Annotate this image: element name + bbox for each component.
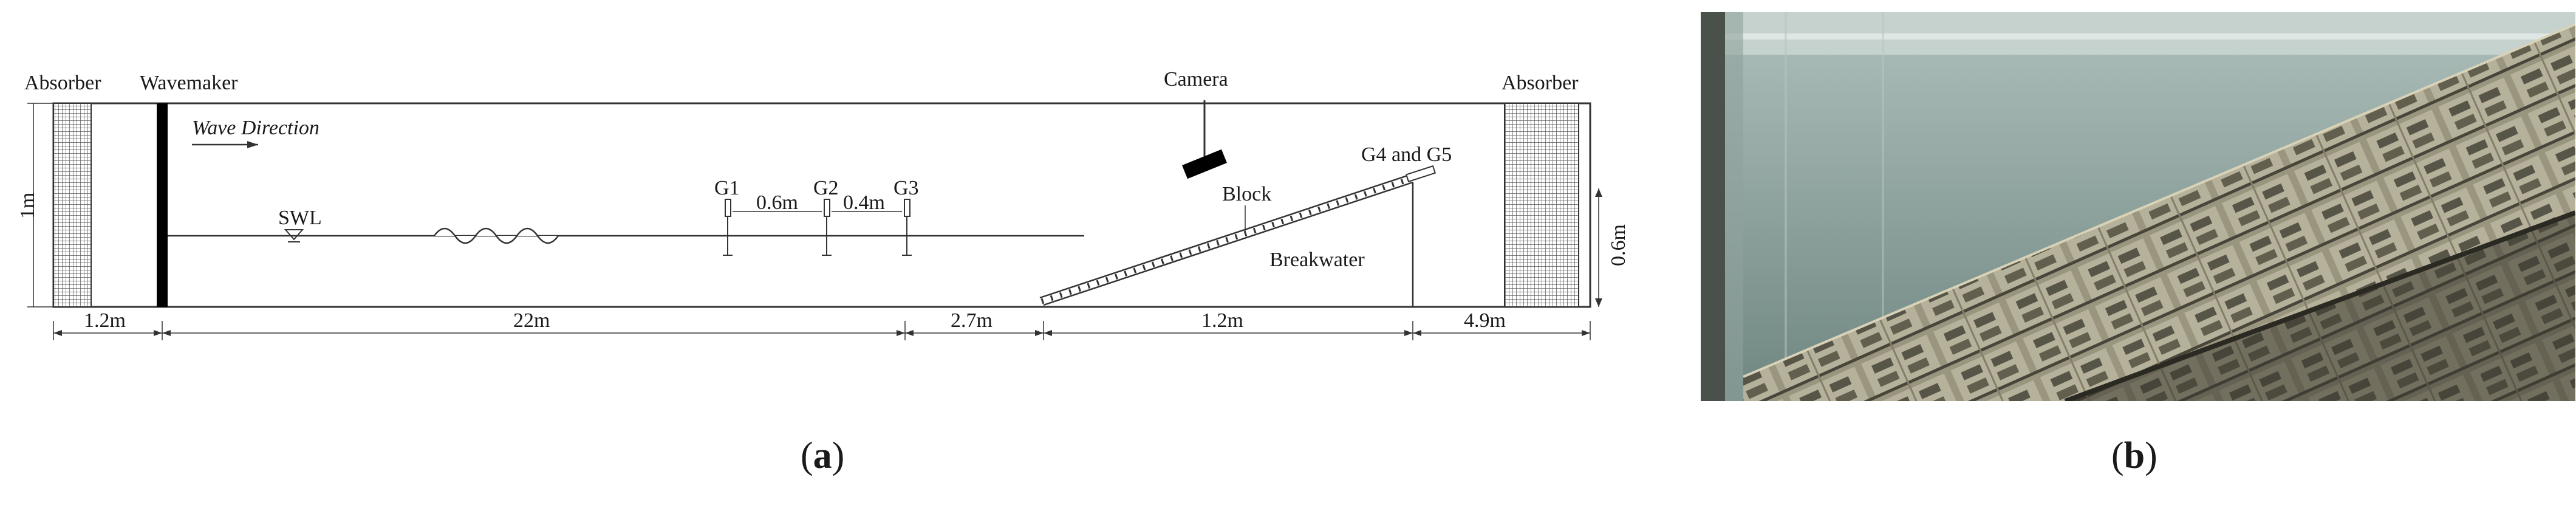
block-label: Block xyxy=(1222,183,1271,205)
absorber-left-label: Absorber xyxy=(24,72,101,94)
wavemaker-paddle xyxy=(157,103,168,307)
gauge-g1 xyxy=(723,199,733,256)
wave-squiggle xyxy=(433,227,559,244)
gauges-g4-g5-label: G4 and G5 xyxy=(1361,143,1452,166)
absorber-left xyxy=(53,103,92,307)
wave-direction-arrowhead xyxy=(247,141,258,148)
gauge-g4-g5 xyxy=(1406,165,1436,183)
gauge-g2-label: G2 xyxy=(813,177,839,199)
height-right-label: 0.6m xyxy=(1607,224,1630,266)
swl-marker xyxy=(284,229,304,241)
panel-b: (b) xyxy=(1701,12,2575,476)
height-right-dim xyxy=(1595,188,1602,307)
breakwater-slope-lower xyxy=(1043,181,1413,306)
panel-b-caption: (b) xyxy=(2111,435,2157,476)
absorber-right xyxy=(1504,103,1579,307)
gauge-g3 xyxy=(902,199,912,256)
dimension-label-3: 2.7m xyxy=(951,309,992,332)
panel-a-caption: (a) xyxy=(801,435,844,476)
breakwater-block-ticks xyxy=(1040,176,1412,304)
swl-label: SWL xyxy=(278,207,322,229)
height-left-label: 1m xyxy=(16,193,39,219)
panel-a: Absorber Wavemaker Wave Direction SWL G1… xyxy=(16,68,1630,476)
height-left-dim xyxy=(27,103,53,307)
camera-icon xyxy=(1182,100,1227,179)
wave-direction-label: Wave Direction xyxy=(192,117,319,139)
gauge-g1-label: G1 xyxy=(714,177,740,199)
camera-label: Camera xyxy=(1164,68,1228,91)
absorber-right-label: Absorber xyxy=(1502,72,1579,94)
dimension-label-2: 22m xyxy=(513,309,550,332)
breakwater-photo xyxy=(1701,12,2575,401)
gauge-g3-label: G3 xyxy=(893,177,919,199)
wavemaker-label: Wavemaker xyxy=(140,72,238,94)
dimension-ticks xyxy=(53,321,1591,340)
dimension-label-1: 1.2m xyxy=(84,309,126,332)
gauge-spacing-1-label: 0.6m xyxy=(756,191,798,214)
dimension-label-4: 1.2m xyxy=(1201,309,1243,332)
breakwater-label: Breakwater xyxy=(1269,249,1365,271)
dimension-label-5: 4.9m xyxy=(1464,309,1506,332)
gauge-g2 xyxy=(822,199,832,256)
gauge-spacing-2-label: 0.4m xyxy=(843,191,885,214)
breakwater-slope-upper xyxy=(1039,174,1410,299)
